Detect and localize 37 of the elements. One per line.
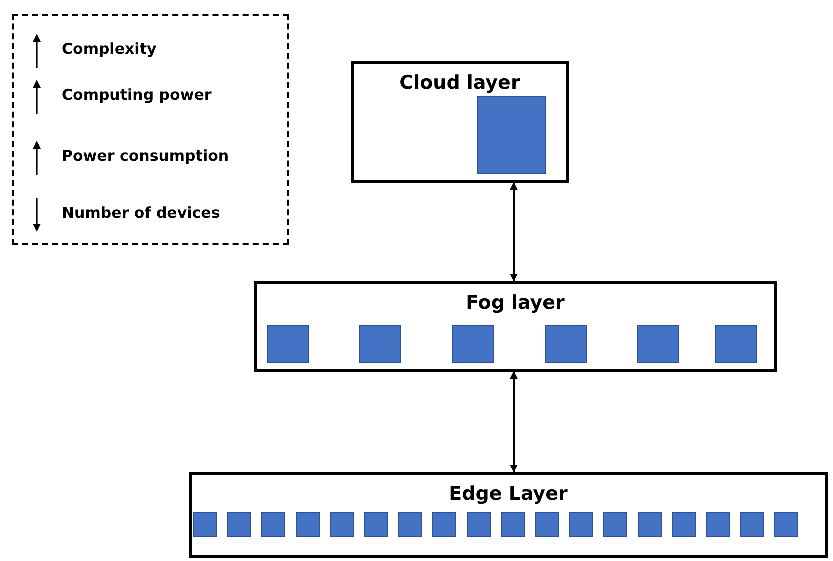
double-arrow <box>510 371 518 473</box>
device-square <box>500 512 525 537</box>
legend-text: Complexity <box>62 40 157 58</box>
device-square <box>569 512 594 537</box>
legend-text: Number of devices <box>62 204 220 222</box>
device-square <box>466 512 491 537</box>
layer-title: Edge Layer <box>449 483 568 505</box>
device-square <box>545 325 587 363</box>
device-square <box>637 325 679 363</box>
device-square <box>672 512 696 537</box>
device-square <box>398 512 422 537</box>
device-square <box>267 325 309 363</box>
device-square <box>638 512 662 537</box>
device-square <box>740 512 764 537</box>
device-square <box>706 512 730 537</box>
device-square <box>477 96 546 174</box>
device-square <box>715 325 757 363</box>
layer-title: Cloud layer <box>400 72 520 94</box>
device-square <box>774 512 798 537</box>
device-square <box>432 512 456 537</box>
layer-box <box>254 281 777 372</box>
layer-title: Fog layer <box>466 292 565 314</box>
legend-text: Computing power <box>62 86 212 104</box>
device-square <box>603 512 628 537</box>
device-square <box>330 512 354 537</box>
legend-text: Power consumption <box>62 147 230 165</box>
layer-box <box>351 61 569 183</box>
device-square <box>261 512 286 537</box>
layer-box <box>189 472 828 558</box>
device-square <box>296 512 320 537</box>
device-square <box>359 325 401 363</box>
double-arrow <box>510 182 518 282</box>
device-square <box>452 325 494 363</box>
device-square <box>535 512 559 537</box>
device-square <box>193 512 217 537</box>
device-square <box>227 512 252 537</box>
device-square <box>364 512 388 537</box>
